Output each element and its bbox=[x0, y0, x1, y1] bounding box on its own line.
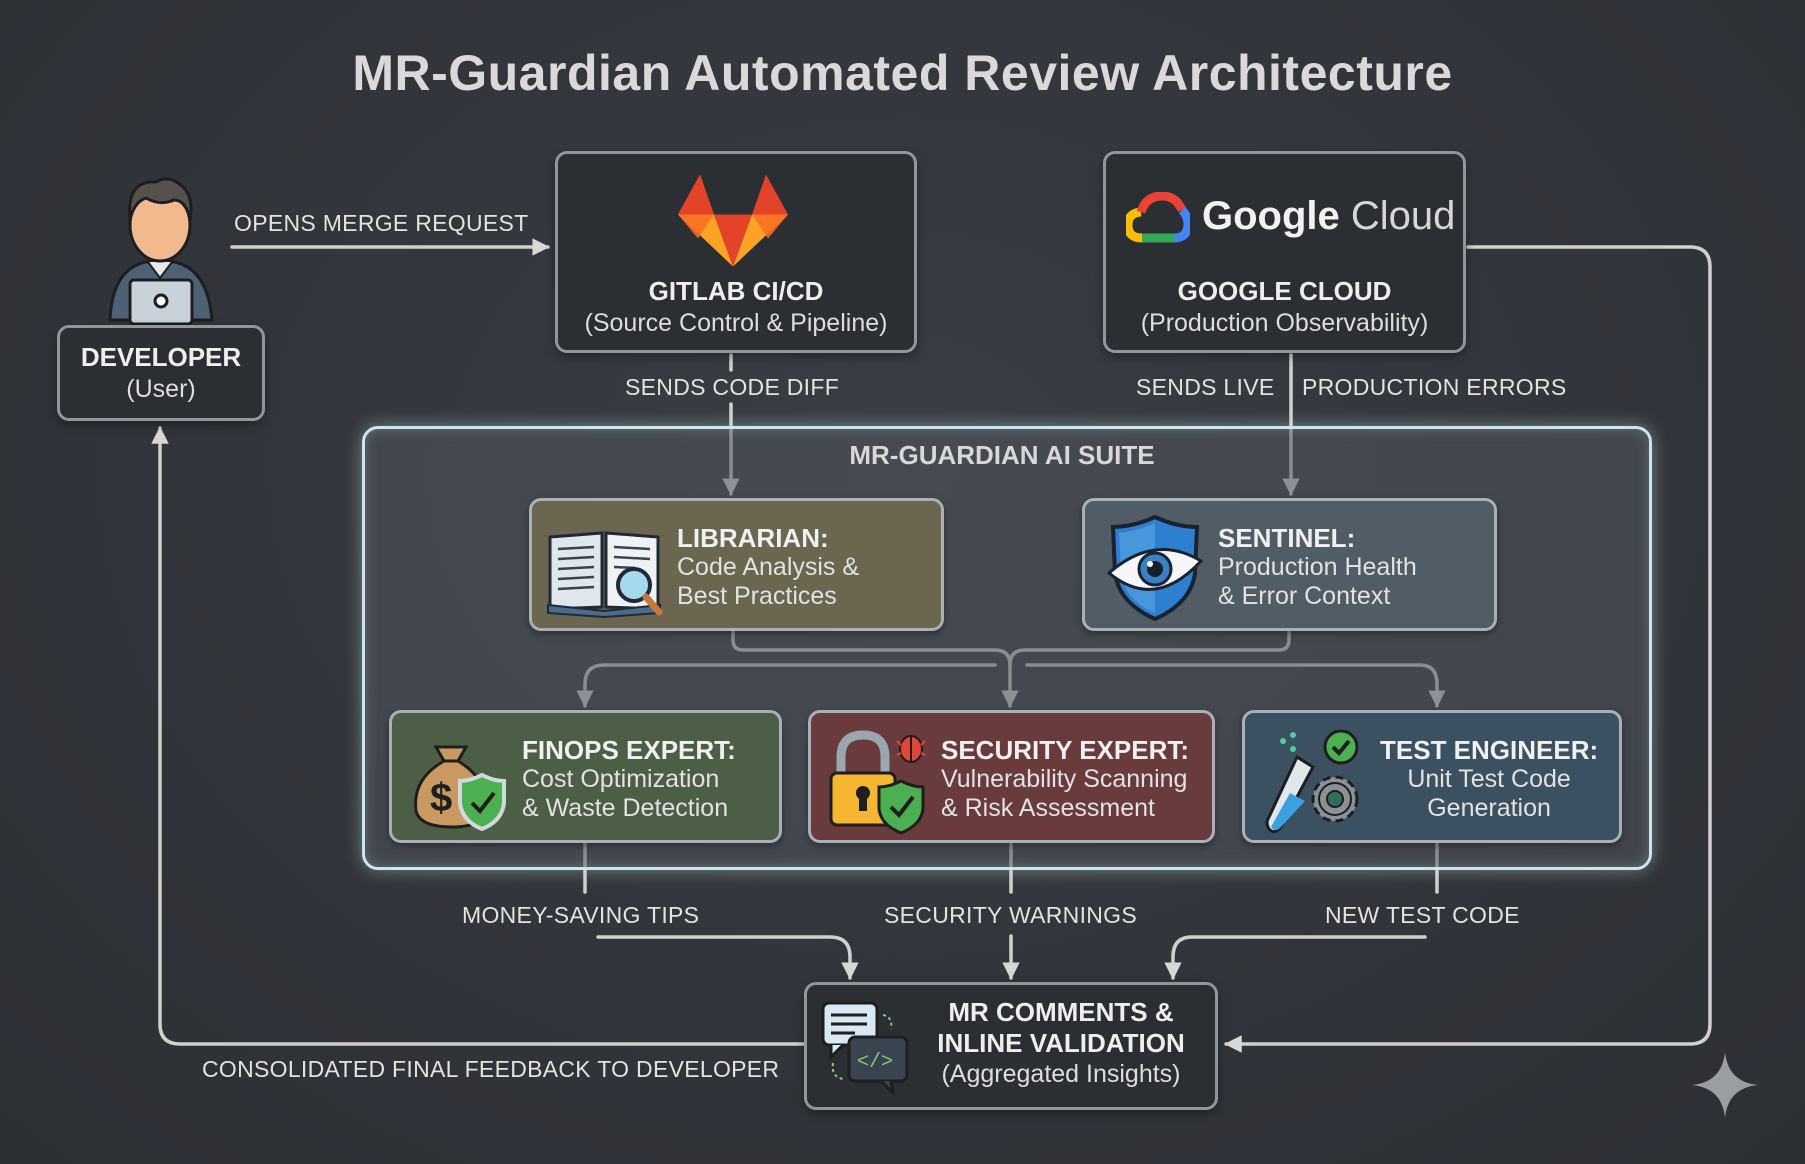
google-cloud-logo-icon bbox=[1126, 192, 1190, 243]
finops-line1: Cost Optimization bbox=[522, 765, 720, 793]
google-wordmark-bold: Google bbox=[1202, 194, 1340, 238]
test-engineer-line1: Unit Test Code bbox=[1407, 765, 1571, 793]
librarian-title: LIBRARIAN: bbox=[677, 523, 829, 553]
agent-librarian[interactable]: LIBRARIAN: Code Analysis & Best Practice… bbox=[529, 498, 944, 631]
label-money-saving-tips: MONEY-SAVING TIPS bbox=[462, 902, 700, 928]
developer-node[interactable]: DEVELOPER (User) bbox=[57, 325, 265, 421]
developer-title: DEVELOPER bbox=[80, 342, 242, 372]
shield-eye-icon bbox=[1106, 514, 1204, 622]
svg-text:</>: </> bbox=[857, 1051, 893, 1074]
developer-avatar bbox=[90, 170, 230, 326]
security-line1: Vulnerability Scanning bbox=[941, 765, 1188, 793]
gitlab-title: GITLAB CI/CD bbox=[648, 276, 824, 306]
label-security-warnings: SECURITY WARNINGS bbox=[884, 902, 1138, 928]
output-title-line1: MR COMMENTS & bbox=[948, 997, 1174, 1027]
test-engineer-title: TEST ENGINEER: bbox=[1380, 735, 1599, 765]
label-production-errors: PRODUCTION ERRORS bbox=[1302, 374, 1567, 400]
librarian-line1: Code Analysis & bbox=[677, 553, 860, 581]
label-new-test-code: NEW TEST CODE bbox=[1325, 902, 1520, 928]
google-cloud-title: GOOGLE CLOUD bbox=[1177, 276, 1392, 306]
finops-title: FINOPS EXPERT: bbox=[522, 735, 736, 765]
agent-finops[interactable]: $ FINOPS EXPERT: Cost Optimization & Was… bbox=[389, 710, 782, 843]
google-cloud-node[interactable]: Google Cloud GOOGLE CLOUD (Production Ob… bbox=[1103, 151, 1466, 353]
agent-sentinel[interactable]: SENTINEL: Production Health & Error Cont… bbox=[1082, 498, 1497, 631]
developer-subtitle: (User) bbox=[126, 375, 196, 403]
agent-test-engineer[interactable]: TEST ENGINEER: Unit Test Code Generation bbox=[1242, 710, 1622, 843]
sparkle-icon bbox=[1692, 1052, 1758, 1118]
finops-line2: & Waste Detection bbox=[522, 794, 729, 822]
book-magnifier-icon bbox=[547, 531, 663, 619]
label-sends-code-diff: SENDS CODE DIFF bbox=[625, 374, 840, 400]
svg-text:$: $ bbox=[430, 776, 452, 820]
test-tube-gear-check-icon bbox=[1265, 729, 1359, 834]
arrow-feedback-to-developer bbox=[151, 426, 806, 1046]
output-title-line2: INLINE VALIDATION bbox=[937, 1028, 1185, 1058]
arrow-money-to-output bbox=[596, 935, 859, 980]
gitlab-logo-icon bbox=[678, 174, 788, 267]
chat-code-bubbles-icon: </> bbox=[821, 1001, 909, 1095]
sentinel-line2: & Error Context bbox=[1218, 582, 1391, 610]
test-engineer-line2: Generation bbox=[1427, 794, 1551, 822]
google-cloud-subtitle: (Production Observability) bbox=[1140, 309, 1429, 337]
sentinel-title: SENTINEL: bbox=[1218, 523, 1356, 553]
ai-suite-title: MR-GUARDIAN AI SUITE bbox=[849, 440, 1155, 470]
output-subtitle: (Aggregated Insights) bbox=[941, 1060, 1181, 1088]
output-node[interactable]: </> MR COMMENTS & INLINE VALIDATION (Agg… bbox=[804, 982, 1218, 1110]
sentinel-line1: Production Health bbox=[1218, 553, 1417, 581]
google-cloud-wordmark: Google Cloud bbox=[1202, 194, 1455, 239]
money-bag-shield-icon: $ bbox=[414, 745, 506, 831]
padlock-bug-shield-icon bbox=[829, 730, 926, 835]
developer-with-laptop-icon bbox=[108, 177, 214, 326]
label-sends-live: SENDS LIVE bbox=[1136, 374, 1275, 400]
security-title: SECURITY EXPERT: bbox=[941, 735, 1190, 765]
diagram-title: MR-Guardian Automated Review Architectur… bbox=[352, 45, 1453, 101]
arrow-gcloud-to-output bbox=[1224, 245, 1712, 1053]
agent-security[interactable]: SECURITY EXPERT: Vulnerability Scanning … bbox=[808, 710, 1215, 843]
label-opens-merge-request: OPENS MERGE REQUEST bbox=[234, 210, 529, 236]
arrow-test-to-output bbox=[1164, 935, 1427, 980]
librarian-line2: Best Practices bbox=[677, 582, 837, 610]
label-consolidated-feedback: CONSOLIDATED FINAL FEEDBACK TO DEVELOPER bbox=[202, 1056, 780, 1082]
gitlab-subtitle: (Source Control & Pipeline) bbox=[584, 309, 888, 337]
cloud-wordmark-light: Cloud bbox=[1350, 194, 1456, 238]
security-line2: & Risk Assessment bbox=[941, 794, 1155, 822]
gitlab-node[interactable]: GITLAB CI/CD (Source Control & Pipeline) bbox=[555, 151, 917, 353]
